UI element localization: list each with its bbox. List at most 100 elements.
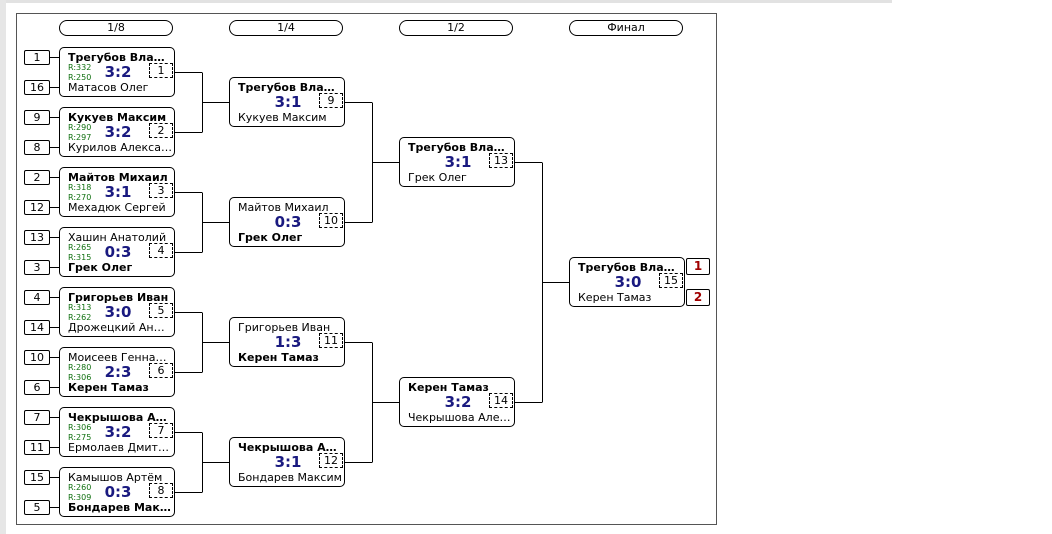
round-header-final: Финал	[569, 20, 683, 36]
match-score: 3:2	[444, 393, 472, 411]
player-2-name: Ермолаев Дмитрий	[68, 441, 172, 454]
player-2-name: Курилов Александр	[68, 141, 172, 154]
player-1-rating: R:290	[68, 123, 92, 132]
player-2-name: Дрожецкий Андрей	[68, 321, 172, 334]
seed-number: 7	[24, 410, 50, 425]
player-2-rating: R:275	[68, 433, 92, 442]
player-1-rating: R:306	[68, 423, 92, 432]
player-1-rating: R:332	[68, 63, 92, 72]
player-2-rating: R:315	[68, 253, 92, 262]
match-number: 6	[149, 363, 173, 378]
player-2-name: Грек Олег	[68, 261, 133, 274]
player-2-rating: R:262	[68, 313, 92, 322]
player-2-name: Керен Тамаз	[68, 381, 149, 394]
player-2-rating: R:250	[68, 73, 92, 82]
round-header-1-8: 1/8	[59, 20, 173, 36]
match-number: 1	[149, 63, 173, 78]
seed-number: 2	[24, 170, 50, 185]
seed-number: 11	[24, 440, 50, 455]
place-badge-2: 2	[686, 289, 710, 306]
player-2-name: Чекрышова Алена	[408, 411, 512, 424]
match-score: 0:3	[104, 243, 132, 261]
match-number: 2	[149, 123, 173, 138]
match-score: 0:3	[104, 483, 132, 501]
match-score: 3:1	[274, 453, 302, 471]
match-score: 3:1	[444, 153, 472, 171]
seed-number: 8	[24, 140, 50, 155]
player-2-name: Мехадюк Сергей	[68, 201, 166, 214]
seed-number: 1	[24, 50, 50, 65]
match-number: 9	[319, 93, 343, 108]
player-2-name: Кукуев Максим	[238, 111, 327, 124]
match-number: 15	[659, 273, 683, 288]
player-2-rating: R:270	[68, 193, 92, 202]
match-number: 10	[319, 213, 343, 228]
player-1-rating: R:280	[68, 363, 92, 372]
match-number: 7	[149, 423, 173, 438]
match-score: 3:2	[104, 123, 132, 141]
match-number: 12	[319, 453, 343, 468]
match-score: 3:2	[104, 423, 132, 441]
match-number: 13	[489, 153, 513, 168]
match-score: 3:0	[614, 273, 642, 291]
player-2-name: Керен Тамаз	[578, 291, 652, 304]
seed-number: 12	[24, 200, 50, 215]
seed-number: 3	[24, 260, 50, 275]
match-number: 5	[149, 303, 173, 318]
player-2-name: Грек Олег	[408, 171, 467, 184]
match-number: 3	[149, 183, 173, 198]
seed-number: 5	[24, 500, 50, 515]
seed-number: 14	[24, 320, 50, 335]
player-2-rating: R:309	[68, 493, 92, 502]
seed-number: 15	[24, 470, 50, 485]
match-score: 3:1	[274, 93, 302, 111]
match-number: 8	[149, 483, 173, 498]
player-2-rating: R:306	[68, 373, 92, 382]
top-border-strip	[0, 0, 892, 3]
seed-number: 10	[24, 350, 50, 365]
match-score: 3:1	[104, 183, 132, 201]
match-score: 2:3	[104, 363, 132, 381]
match-score: 0:3	[274, 213, 302, 231]
round-header-1-2: 1/2	[399, 20, 513, 36]
match-number: 11	[319, 333, 343, 348]
player-1-rating: R:260	[68, 483, 92, 492]
player-1-rating: R:265	[68, 243, 92, 252]
player-1-rating: R:313	[68, 303, 92, 312]
round-header-1-4: 1/4	[229, 20, 343, 36]
seed-number: 13	[24, 230, 50, 245]
seed-number: 6	[24, 380, 50, 395]
player-1-rating: R:318	[68, 183, 92, 192]
player-2-name: Бондарев Максим	[238, 471, 342, 484]
place-badge-1: 1	[686, 258, 710, 275]
left-border-strip	[0, 0, 6, 534]
match-number: 4	[149, 243, 173, 258]
seed-number: 4	[24, 290, 50, 305]
player-2-rating: R:297	[68, 133, 92, 142]
match-score: 3:2	[104, 63, 132, 81]
player-2-name: Керен Тамаз	[238, 351, 319, 364]
seed-number: 9	[24, 110, 50, 125]
seed-number: 16	[24, 80, 50, 95]
player-2-name: Матасов Олег	[68, 81, 149, 94]
match-number: 14	[489, 393, 513, 408]
player-2-name: Грек Олег	[238, 231, 303, 244]
match-score: 1:3	[274, 333, 302, 351]
match-score: 3:0	[104, 303, 132, 321]
